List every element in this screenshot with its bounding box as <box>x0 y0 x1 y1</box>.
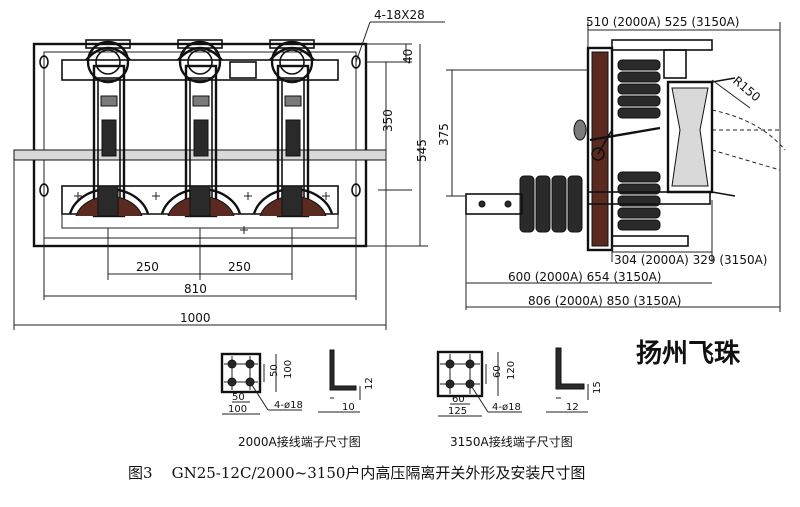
t3150-dim-60-h: 60 <box>452 394 465 405</box>
t3150-dim-60-v: 60 <box>492 365 503 378</box>
t2000-holes: 4-ø18 <box>274 400 303 411</box>
dim-600-654: 600 (2000A) 654 (3150A) <box>508 270 661 284</box>
brand-watermark: 扬州飞珠 <box>636 339 741 369</box>
dim-375: 375 <box>437 123 451 146</box>
front-dimensions: 4-18X28 40 350 545 250 250 810 1000 <box>13 8 445 330</box>
t2000-dim-100-v: 100 <box>283 360 294 379</box>
operating-linkage <box>573 119 661 161</box>
upper-insulator <box>617 59 661 119</box>
lower-insulator <box>617 171 661 231</box>
hole-note: 4-18X28 <box>374 8 425 22</box>
mounting-holes <box>39 55 361 197</box>
t3150-label: 3150A接线端子尺寸图 <box>450 434 573 449</box>
terminal-2000A-plate <box>220 352 262 394</box>
front-view <box>13 39 387 248</box>
dim-40: 40 <box>401 49 415 64</box>
dim-806-850: 806 (2000A) 850 (3150A) <box>528 294 681 308</box>
horizontal-bushing <box>465 175 583 233</box>
terminal-3150A: 60 120 60 125 4-ø18 15 12 3150A接线端子尺寸图 <box>436 347 603 449</box>
t3150-dim-125-h: 125 <box>448 406 467 417</box>
dim-545: 545 <box>415 139 429 162</box>
dim-510-525: 510 (2000A) 525 (3150A) <box>586 15 739 29</box>
t2000-dim-50-h: 50 <box>232 392 245 403</box>
terminal-2000A: 50 100 50 100 4-ø18 12 10 2000A接线端子尺寸图 <box>220 349 375 449</box>
t2000-dim-10: 10 <box>342 402 355 413</box>
pole-3 <box>252 39 334 218</box>
t2000-side-profile <box>329 349 357 391</box>
dim-250-left: 250 <box>136 260 159 274</box>
side-view <box>465 39 786 252</box>
figure-caption: 图3 GN25-12C/2000~3150户内高压隔离开关外形及安装尺寸图 <box>128 464 585 482</box>
dim-250-right: 250 <box>228 260 251 274</box>
name-plate <box>229 61 257 79</box>
t3150-dim-15: 15 <box>592 381 603 394</box>
pole-2 <box>160 39 242 218</box>
t3150-holes: 4-ø18 <box>492 402 521 413</box>
dim-350: 350 <box>381 109 395 132</box>
top-rail <box>61 59 339 81</box>
side-frame <box>586 46 614 252</box>
dim-810: 810 <box>184 282 207 296</box>
t2000-dim-50-v: 50 <box>269 364 280 377</box>
t2000-label: 2000A接线端子尺寸图 <box>238 434 361 449</box>
t3150-dim-12: 12 <box>566 402 579 413</box>
t2000-dim-12: 12 <box>364 377 375 390</box>
dim-304-329: 304 (2000A) 329 (3150A) <box>614 253 767 267</box>
t3150-dim-120-v: 120 <box>506 361 517 380</box>
t3150-side-profile <box>555 347 585 390</box>
blade-frame <box>666 77 736 197</box>
radius-r150: R150 <box>730 74 763 105</box>
pole-1 <box>68 39 150 218</box>
terminal-3150A-plate <box>436 350 484 398</box>
side-dimensions: 510 (2000A) 525 (3150A) R150 375 304 (20… <box>437 15 781 312</box>
dim-1000: 1000 <box>180 311 211 325</box>
t2000-dim-100-h: 100 <box>228 404 247 415</box>
